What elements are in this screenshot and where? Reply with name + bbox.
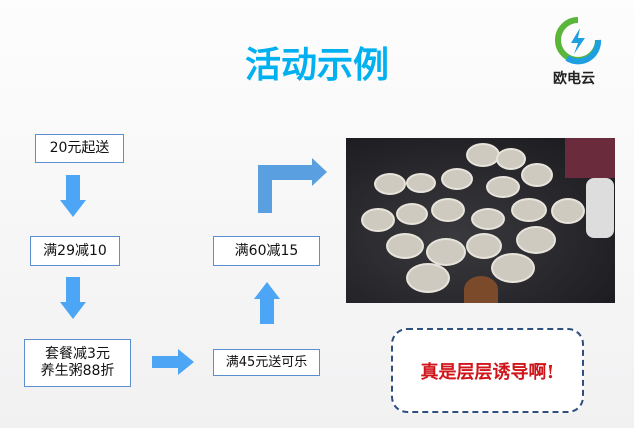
page-title: 活动示例 bbox=[244, 45, 389, 86]
arrow-up-icon bbox=[254, 282, 280, 324]
arrow-down-icon bbox=[60, 175, 86, 217]
callout-box: 真是层层诱导啊! bbox=[391, 328, 584, 413]
food-photo bbox=[346, 138, 615, 303]
arrow-right-icon bbox=[152, 349, 194, 375]
logo-text: 欧电云 bbox=[553, 71, 595, 87]
step-label: 套餐减3元 bbox=[45, 346, 110, 362]
logo bbox=[553, 16, 603, 86]
step-label: 养生粥88折 bbox=[40, 363, 115, 379]
step-label: 20元起送 bbox=[49, 140, 110, 156]
step-label: 满45元送可乐 bbox=[225, 355, 308, 370]
step-discount-60: 满60减15 bbox=[213, 236, 320, 266]
step-discount-29: 满29减10 bbox=[30, 236, 120, 266]
step-label: 满60减15 bbox=[234, 242, 299, 259]
step-combo-discount: 套餐减3元养生粥88折 bbox=[24, 339, 131, 387]
bent-arrow-icon bbox=[258, 158, 327, 213]
lightning-logo-icon bbox=[555, 17, 602, 65]
step-label: 满29减10 bbox=[43, 242, 107, 259]
step-free-cola: 满45元送可乐 bbox=[213, 349, 320, 376]
arrow-down-icon bbox=[60, 277, 86, 319]
step-min-order: 20元起送 bbox=[35, 134, 124, 163]
